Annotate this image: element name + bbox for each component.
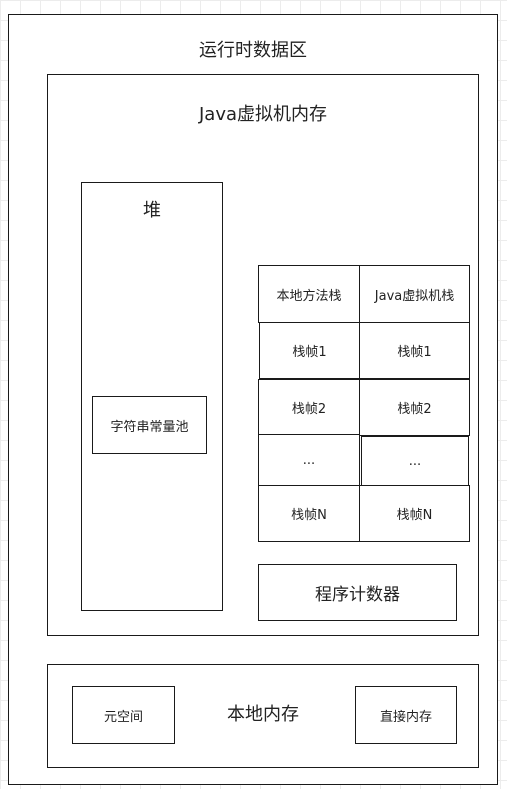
jvm-stack-header: Java虚拟机栈 [359,265,470,323]
native-stack-frame: ... [258,434,360,486]
native-stack-frame: 栈帧1 [259,322,360,379]
jvm-stack-frame: 栈帧1 [359,322,470,379]
metaspace: 元空间 [72,686,175,744]
program-counter: 程序计数器 [258,564,457,621]
heap-title: 堆 [143,200,161,221]
jvm-stack-frame: 栈帧N [359,485,470,542]
jvm-stack-frame: 栈帧2 [359,379,470,436]
jvm-memory-title: Java虚拟机内存 [198,104,328,125]
native-stack-frame: 栈帧2 [258,379,360,435]
direct-memory: 直接内存 [355,686,457,744]
native-memory-title: 本地内存 [227,704,299,725]
runtime-data-area-title: 运行时数据区 [199,40,307,61]
native-method-stack-header: 本地方法栈 [258,265,360,323]
native-stack-frame: 栈帧N [258,485,360,542]
string-constant-pool: 字符串常量池 [92,396,207,454]
jvm-stack-frame: ... [361,436,469,486]
